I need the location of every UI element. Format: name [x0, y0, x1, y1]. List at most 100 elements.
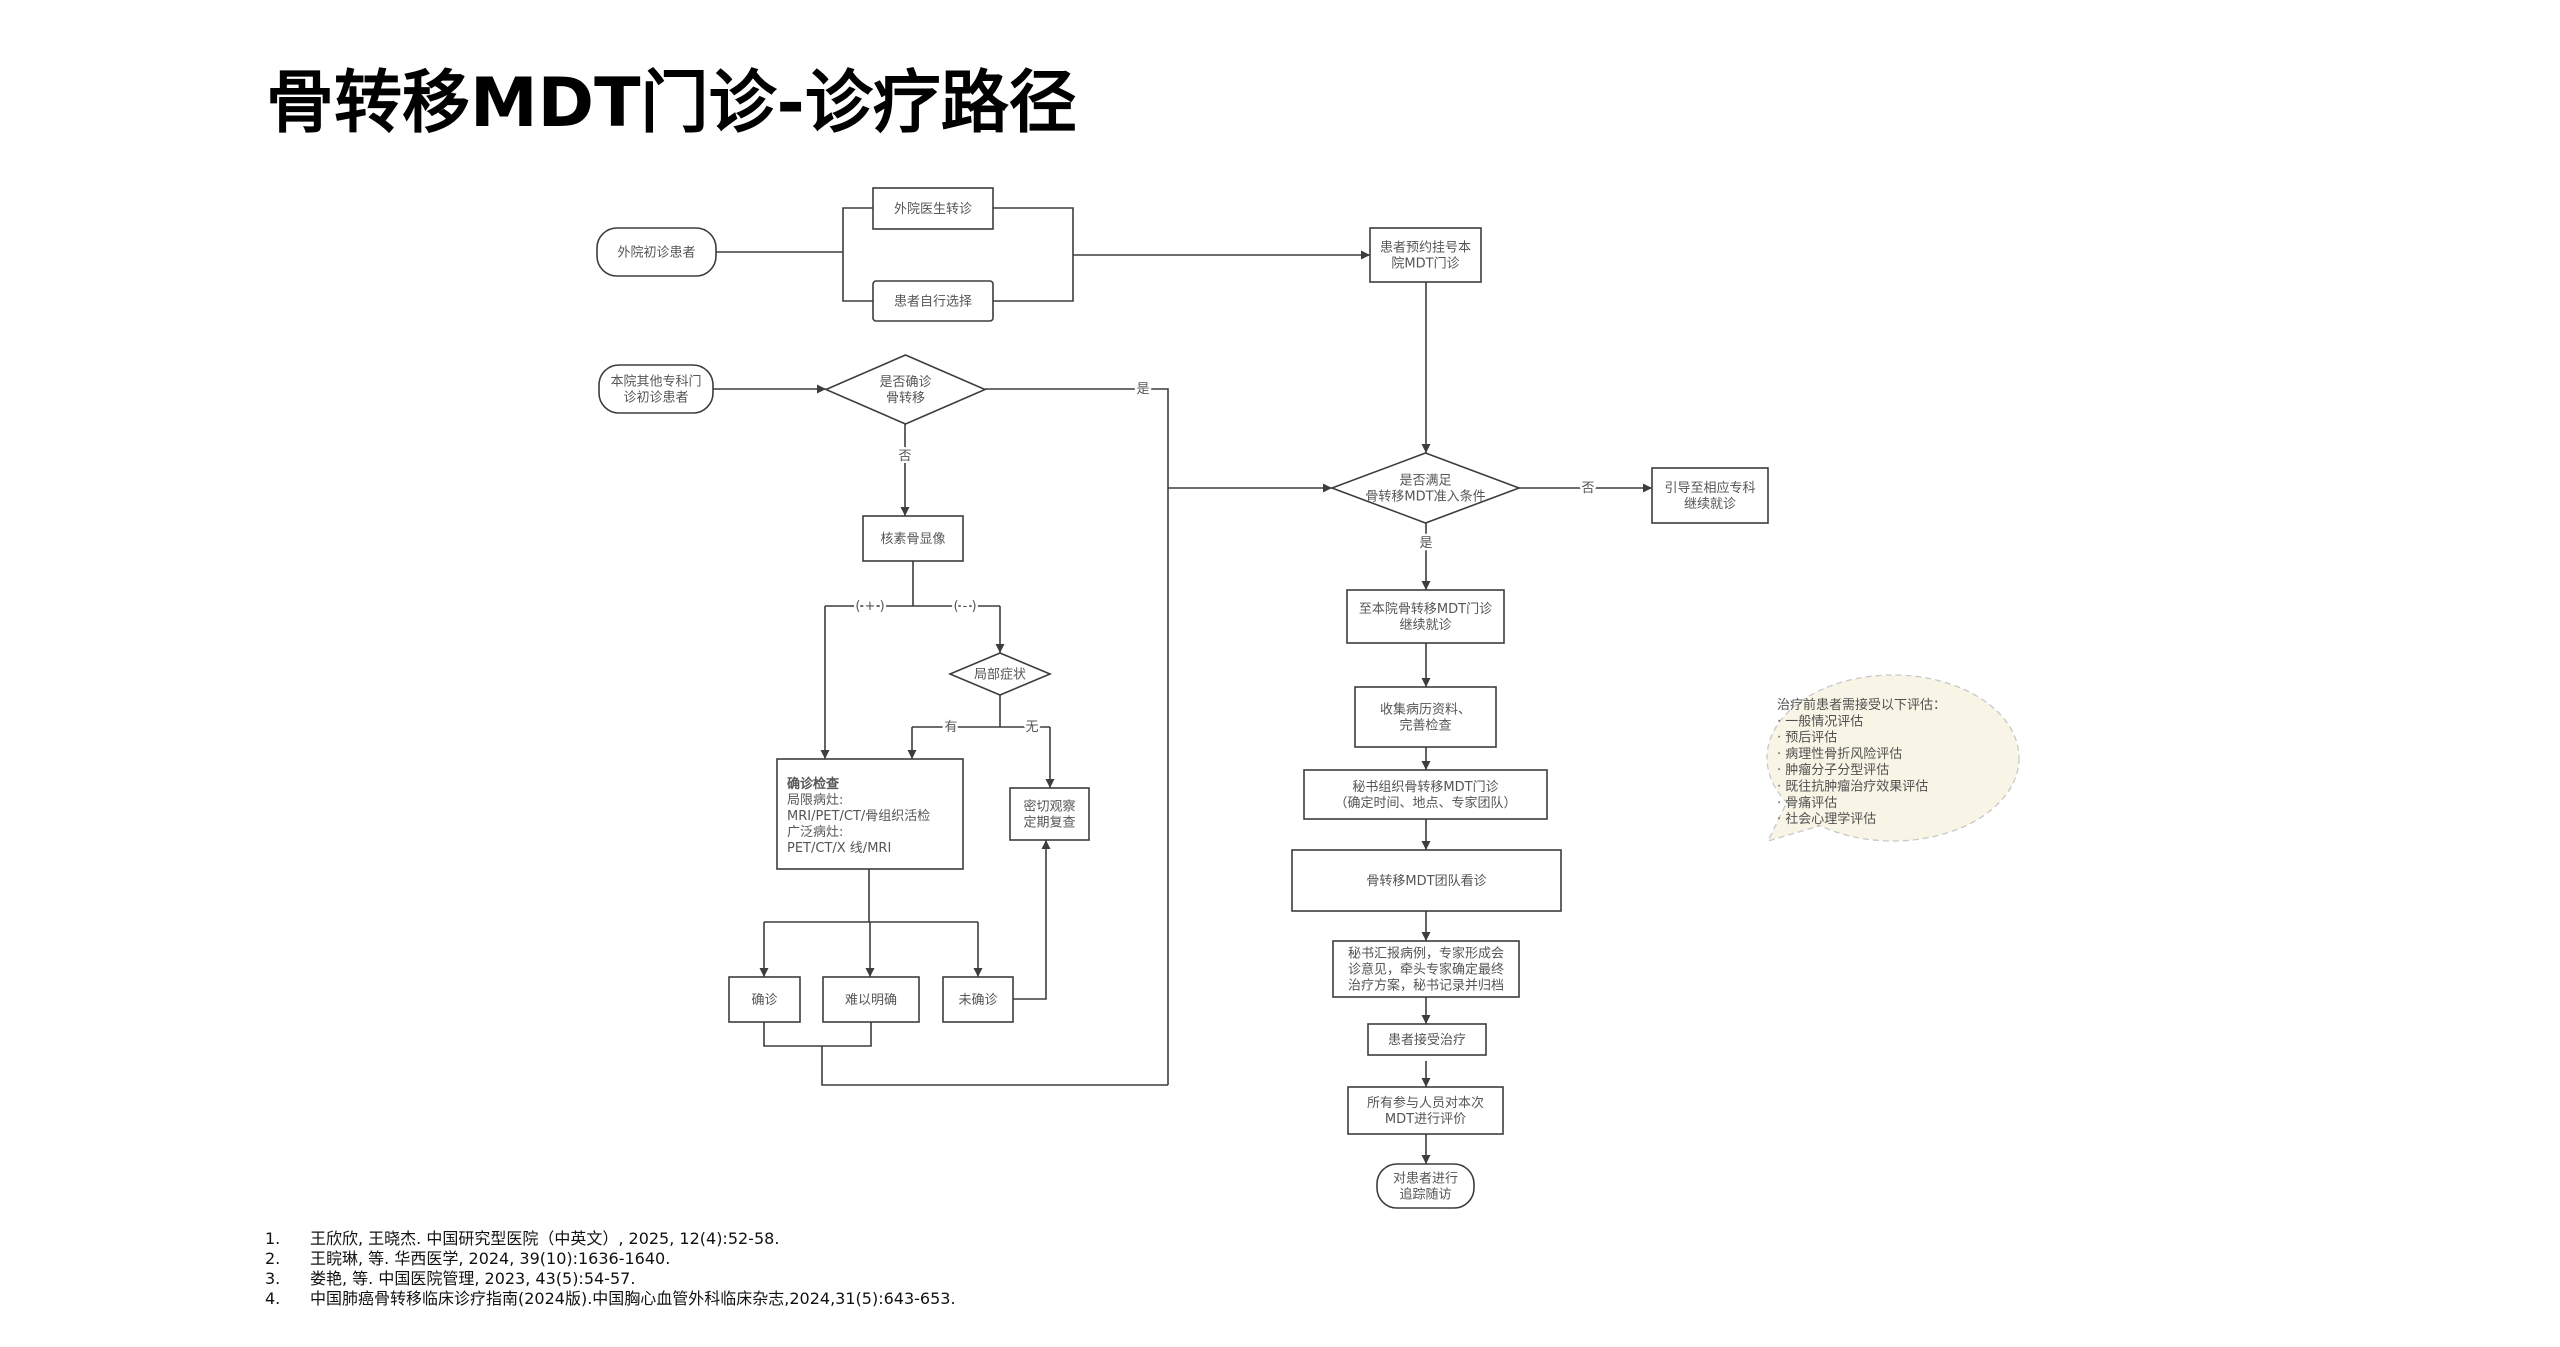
reference-text: 王欣欣, 王晓杰. 中国研究型医院（中英文）, 2025, 12(4):52-5… [310, 1229, 780, 1248]
node-text: 外院医生转诊 [894, 202, 972, 217]
callout-bubble [1766, 674, 2020, 842]
process-box [728, 976, 801, 1023]
edge-label-scan-positive: ( + ) [855, 599, 884, 614]
node-text-line: 骨转移MDT团队看诊 [1366, 873, 1486, 889]
node-text-line: 继续就诊 [1399, 618, 1451, 633]
terminal-shape [596, 227, 717, 277]
reference-text: 王睆琳, 等. 华西医学, 2024, 39(10):1636-1640. [310, 1249, 671, 1268]
callout-joint [1785, 803, 1819, 827]
reference-number: 2. [265, 1249, 281, 1268]
node-text: 骨转移MDT团队看诊 [1366, 873, 1486, 889]
edge-label-criteria-no: 否 [1581, 481, 1594, 496]
node-text-line: 患者预约挂号本 [1380, 241, 1471, 256]
node-text-line: 对患者进行 [1393, 1172, 1458, 1187]
node-refer-specialty: 引导至相应专科继续就诊 [1651, 467, 1769, 524]
node-text-line: PET/CT/X 线/MRI [787, 841, 891, 856]
node-close-observation: 密切观察定期复查 [1009, 787, 1090, 841]
node-text: 患者预约挂号本院MDT门诊 [1380, 241, 1471, 272]
node-text-line: 至本院骨转移MDT门诊 [1359, 602, 1492, 617]
connector-line [842, 207, 873, 302]
node-text: 是否满足骨转移MDT准入条件 [1365, 474, 1485, 505]
process-box [1367, 1023, 1487, 1056]
node-book-mdt: 患者预约挂号本院MDT门诊 [1369, 227, 1482, 283]
process-box [1303, 769, 1548, 820]
terminal-shape [1376, 1163, 1475, 1209]
node-team-consult: 骨转移MDT团队看诊 [1291, 849, 1562, 912]
callout-text: 治疗前患者需接受以下评估：· 一般情况评估· 预后评估· 病理性骨折风险评估· … [1777, 697, 1946, 827]
node-text-line: 完善检查 [1399, 718, 1451, 734]
edge-label-symptoms-no: 无 [1025, 720, 1038, 735]
node-continue-mdt: 至本院骨转移MDT门诊继续就诊 [1346, 589, 1505, 644]
node-text-line: 骨转移MDT准入条件 [1365, 489, 1485, 505]
node-text: 局部症状 [974, 668, 1026, 683]
node-text: 秘书汇报病例，专家形成会诊意见，牵头专家确定最终治疗方案，秘书记录并归档 [1348, 946, 1504, 994]
process-box [1332, 940, 1520, 998]
connectors [713, 207, 1652, 1164]
node-confirmed: 确诊 [728, 976, 801, 1023]
callout-item: · 一般情况评估 [1777, 713, 1863, 729]
edge-label-scan-negative: ( - ) [953, 599, 976, 614]
process-box [776, 758, 964, 870]
edge-label-symptoms-yes: 有 [944, 720, 957, 735]
node-external-referral: 外院医生转诊 [872, 187, 994, 230]
node-text-line: 核素骨显像 [880, 532, 945, 547]
node-confirm-bone-met: 是否确诊骨转移 [823, 354, 988, 425]
node-internal-patient: 本院其他专科门诊初诊患者 [598, 364, 714, 414]
decision-diamond [947, 652, 1053, 696]
process-box [872, 280, 994, 322]
node-text: 至本院骨转移MDT门诊继续就诊 [1359, 602, 1492, 633]
node-text: 本院其他专科门诊初诊患者 [610, 375, 701, 406]
process-box [872, 187, 994, 230]
process-box [1354, 686, 1497, 748]
node-text: 是否确诊骨转移 [879, 375, 931, 406]
node-text: 确诊 [751, 993, 777, 1008]
node-text-line: 确诊检查 [787, 776, 840, 792]
node-bone-scan: 核素骨显像 [862, 515, 964, 562]
reference-number: 1. [265, 1229, 281, 1248]
reference-text: 中国肺癌骨转移临床诊疗指南(2024版).中国胸心血管外科临床杂志,2024,3… [310, 1289, 956, 1308]
node-text: 秘书组织骨转移MDT门诊（确定时间、地点、专家团队） [1334, 780, 1516, 811]
node-follow-up: 对患者进行追踪随访 [1376, 1163, 1475, 1209]
node-text-line: 患者接受治疗 [1388, 1032, 1466, 1048]
references: 1. 王欣欣, 王晓杰. 中国研究型医院（中英文）, 2025, 12(4):5… [265, 1229, 956, 1309]
reference-item: 3. 娄艳, 等. 中国医院管理, 2023, 43(5):54-57. [265, 1269, 956, 1289]
connector-line [985, 388, 1169, 1085]
reference-number: 4. [265, 1289, 281, 1308]
process-box [1651, 467, 1769, 524]
process-box [1009, 787, 1090, 841]
decision-diamond [1329, 452, 1522, 524]
reference-number: 3. [265, 1269, 281, 1288]
node-text-line: MRI/PET/CT/骨组织活检 [787, 809, 930, 824]
edge-label-confirm-yes: 是 [1136, 382, 1149, 397]
node-self-choice: 患者自行选择 [872, 280, 994, 322]
node-text-line: 诊意见，牵头专家确定最终 [1348, 962, 1504, 978]
process-box [862, 515, 964, 562]
node-text-line: 未确诊 [958, 993, 997, 1008]
reference-item: 4. 中国肺癌骨转移临床诊疗指南(2024版).中国胸心血管外科临床杂志,202… [265, 1289, 956, 1309]
node-collect-records: 收集病历资料、完善检查 [1354, 686, 1497, 748]
node-text-line: 患者自行选择 [894, 295, 972, 310]
callout-title: 治疗前患者需接受以下评估： [1777, 697, 1946, 713]
process-box [1346, 589, 1505, 644]
node-text: 确诊检查局限病灶:MRI/PET/CT/骨组织活检广泛病灶:PET/CT/X 线… [787, 776, 930, 856]
decision-diamond [823, 354, 988, 425]
node-text-line: 继续就诊 [1684, 497, 1736, 512]
node-text: 收集病历资料、完善检查 [1380, 702, 1471, 734]
node-diagnostic-exam: 确诊检查局限病灶:MRI/PET/CT/骨组织活检广泛病灶:PET/CT/X 线… [776, 758, 964, 870]
node-text-line: 局部症状 [974, 668, 1026, 683]
reference-text: 娄艳, 等. 中国医院管理, 2023, 43(5):54-57. [310, 1269, 636, 1288]
node-meet-criteria: 是否满足骨转移MDT准入条件 [1329, 452, 1522, 524]
arrow-connector [1013, 840, 1051, 1000]
node-text-line: 局限病灶: [787, 793, 843, 808]
process-box [1347, 1086, 1504, 1135]
edge-label-criteria-yes: 是 [1419, 536, 1432, 551]
callout-item: · 骨痛评估 [1777, 795, 1837, 811]
node-text: 患者自行选择 [894, 295, 972, 310]
node-text-line: 难以明确 [845, 993, 897, 1008]
node-text-line: 确诊 [751, 993, 777, 1008]
assessment-callout: 治疗前患者需接受以下评估：· 一般情况评估· 预后评估· 病理性骨折风险评估· … [1766, 674, 2020, 843]
node-external-patient: 外院初诊患者 [596, 227, 717, 277]
node-secretary-organize: 秘书组织骨转移MDT门诊（确定时间、地点、专家团队） [1303, 769, 1548, 820]
